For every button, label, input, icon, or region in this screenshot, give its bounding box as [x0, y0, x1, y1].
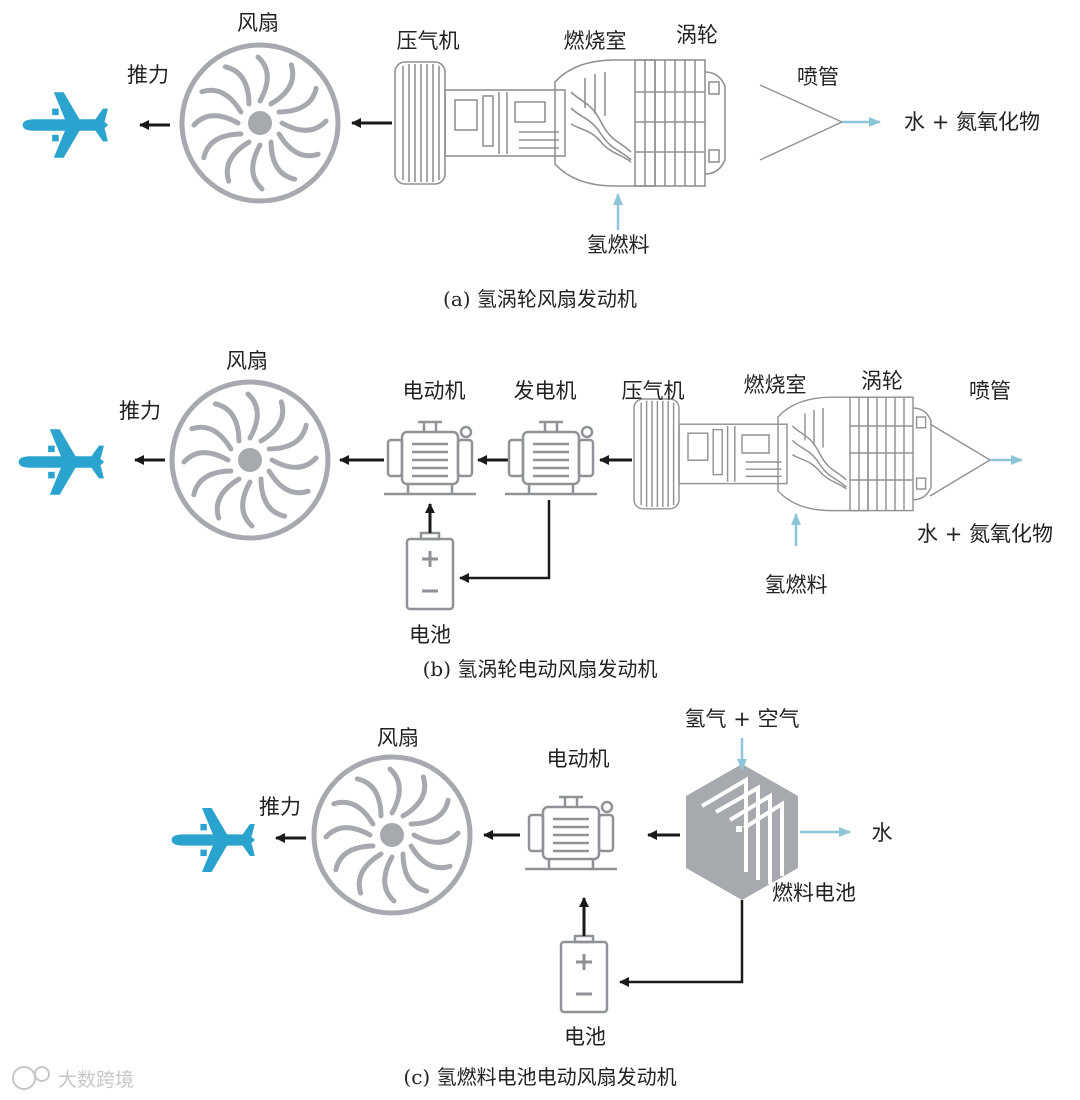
panel-b: 推力 风扇 电动机 发电机 压气机 燃烧室 涡轮 喷管 水 + 氮氧化物 氢燃料… [18, 349, 1053, 681]
exhaust-label: 水 + 氮氧化物 [917, 522, 1053, 546]
caption-a: (a) 氢涡轮风扇发动机 [443, 287, 637, 311]
exhaust-label: 水 + 氮氧化物 [904, 110, 1040, 134]
motor-icon [382, 420, 478, 496]
fuel-cell-label: 燃料电池 [772, 881, 856, 905]
fuel-cell-icon [684, 762, 800, 902]
compressor-label: 压气机 [397, 29, 460, 53]
nozzle-label: 喷管 [969, 379, 1011, 403]
motor-label: 电动机 [547, 747, 610, 771]
input-label: 氢气 + 空气 [685, 707, 800, 731]
water-label: 水 [872, 821, 893, 845]
watermark: 大数跨境 [12, 1066, 134, 1091]
airplane-icon [22, 92, 108, 158]
motor-icon [523, 795, 619, 871]
turbine-label: 涡轮 [676, 23, 718, 47]
fan-icon [314, 757, 470, 913]
thrust-label: 推力 [127, 63, 169, 87]
fan-icon [172, 382, 328, 538]
generator-icon [503, 420, 599, 496]
generator-label: 发电机 [514, 379, 577, 403]
watermark-text: 大数跨境 [58, 1069, 134, 1091]
combustor-label: 燃烧室 [744, 373, 807, 397]
fuel-label: 氢燃料 [765, 573, 828, 597]
turbine-label: 涡轮 [861, 369, 903, 393]
caption-b: (b) 氢涡轮电动风扇发动机 [423, 657, 658, 681]
combustor-label: 燃烧室 [564, 29, 627, 53]
motor-label: 电动机 [403, 379, 466, 403]
caption-c: (c) 氢燃料电池电动风扇发动机 [403, 1065, 676, 1089]
generator-to-battery-arrow [459, 500, 551, 583]
thrust-label: 推力 [119, 399, 161, 423]
fan-label: 风扇 [226, 349, 268, 373]
battery-icon [559, 934, 609, 1014]
thrust-label: 推力 [259, 795, 301, 819]
fan-label: 风扇 [377, 726, 419, 750]
battery-icon [405, 531, 455, 611]
watermark-logo-icon [12, 1066, 50, 1090]
fan-label: 风扇 [237, 11, 279, 35]
battery-label: 电池 [409, 623, 451, 647]
turbofan-core-icon [394, 59, 726, 187]
nozzle-plume [759, 84, 844, 161]
airplane-icon [18, 429, 104, 495]
panel-c: 推力 风扇 电动机 燃料电池 氢气 + 空气 水 电池 (c) 氢燃料电池电动风… [171, 707, 893, 1089]
fan-icon [182, 45, 338, 201]
fuelcell-to-battery-arrow [619, 900, 744, 987]
battery-label: 电池 [564, 1025, 606, 1049]
airplane-icon [171, 808, 255, 872]
fuel-label: 氢燃料 [587, 233, 650, 257]
compressor-label: 压气机 [622, 379, 685, 403]
nozzle-label: 喷管 [797, 65, 839, 89]
panel-a: 推力 风扇 压气机 燃烧室 涡轮 喷管 水 + 氮氧化物 氢燃料 (a) 氢涡轮… [22, 11, 1040, 311]
nozzle-plume [929, 423, 992, 497]
turbofan-core-icon [633, 396, 932, 512]
